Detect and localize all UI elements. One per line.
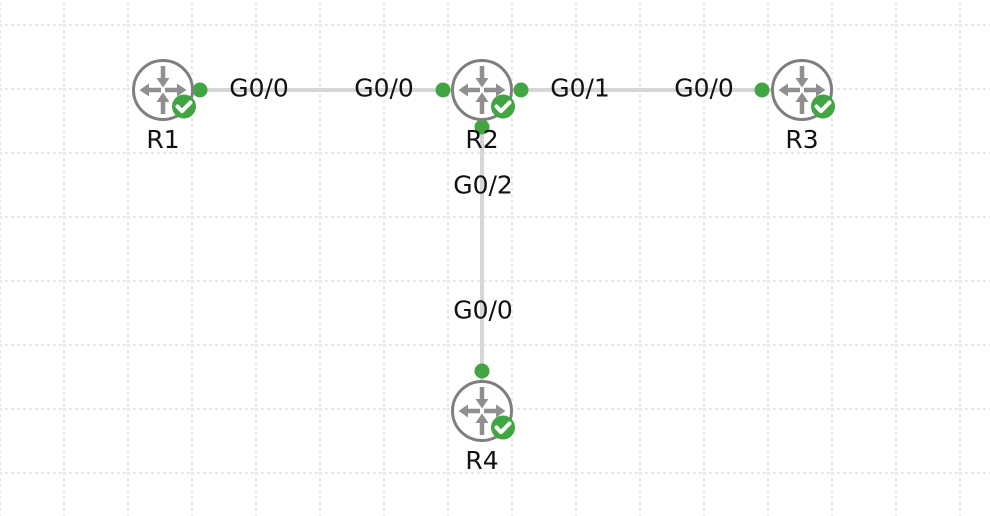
interface-label-r2-g01[interactable]: G0/1 — [550, 73, 610, 103]
link-endpoint-dot-r2-right — [513, 82, 529, 98]
router-icon — [771, 59, 835, 121]
link-endpoint-dot-r2-bottom — [474, 119, 490, 135]
router-arrows-icon — [458, 387, 506, 435]
status-check-badge — [811, 94, 835, 119]
router-icon — [451, 380, 515, 442]
node-r2[interactable]: R2 — [444, 52, 520, 154]
interface-label-r4-g00[interactable]: G0/0 — [453, 295, 513, 325]
node-label-r2[interactable]: R2 — [465, 125, 499, 154]
status-check-badge — [491, 415, 515, 440]
node-label-r1[interactable]: R1 — [146, 125, 180, 154]
link-endpoint-dot-r1 — [192, 82, 208, 98]
interface-label-r1-g00[interactable]: G0/0 — [229, 73, 289, 103]
link-endpoint-dot-r4 — [474, 363, 490, 379]
link-endpoint-dot-r3 — [754, 82, 770, 98]
router-icon — [132, 59, 196, 121]
node-r4[interactable]: R4 — [444, 373, 520, 475]
router-arrows-icon — [458, 66, 506, 114]
router-arrows-icon — [778, 66, 826, 114]
router-arrows-icon — [139, 66, 187, 114]
node-r3[interactable]: R3 — [764, 52, 840, 154]
link-endpoint-dot-r2-left — [435, 82, 451, 98]
node-label-r4[interactable]: R4 — [465, 446, 499, 475]
interface-label-r3-g00[interactable]: G0/0 — [674, 73, 734, 103]
node-r1[interactable]: R1 — [125, 52, 201, 154]
interface-label-r2-g02[interactable]: G0/2 — [453, 170, 513, 200]
node-label-r3[interactable]: R3 — [785, 125, 819, 154]
status-check-badge — [172, 94, 196, 119]
interface-label-r2-g00[interactable]: G0/0 — [354, 73, 414, 103]
status-check-badge — [491, 94, 515, 119]
router-icon — [451, 59, 515, 121]
